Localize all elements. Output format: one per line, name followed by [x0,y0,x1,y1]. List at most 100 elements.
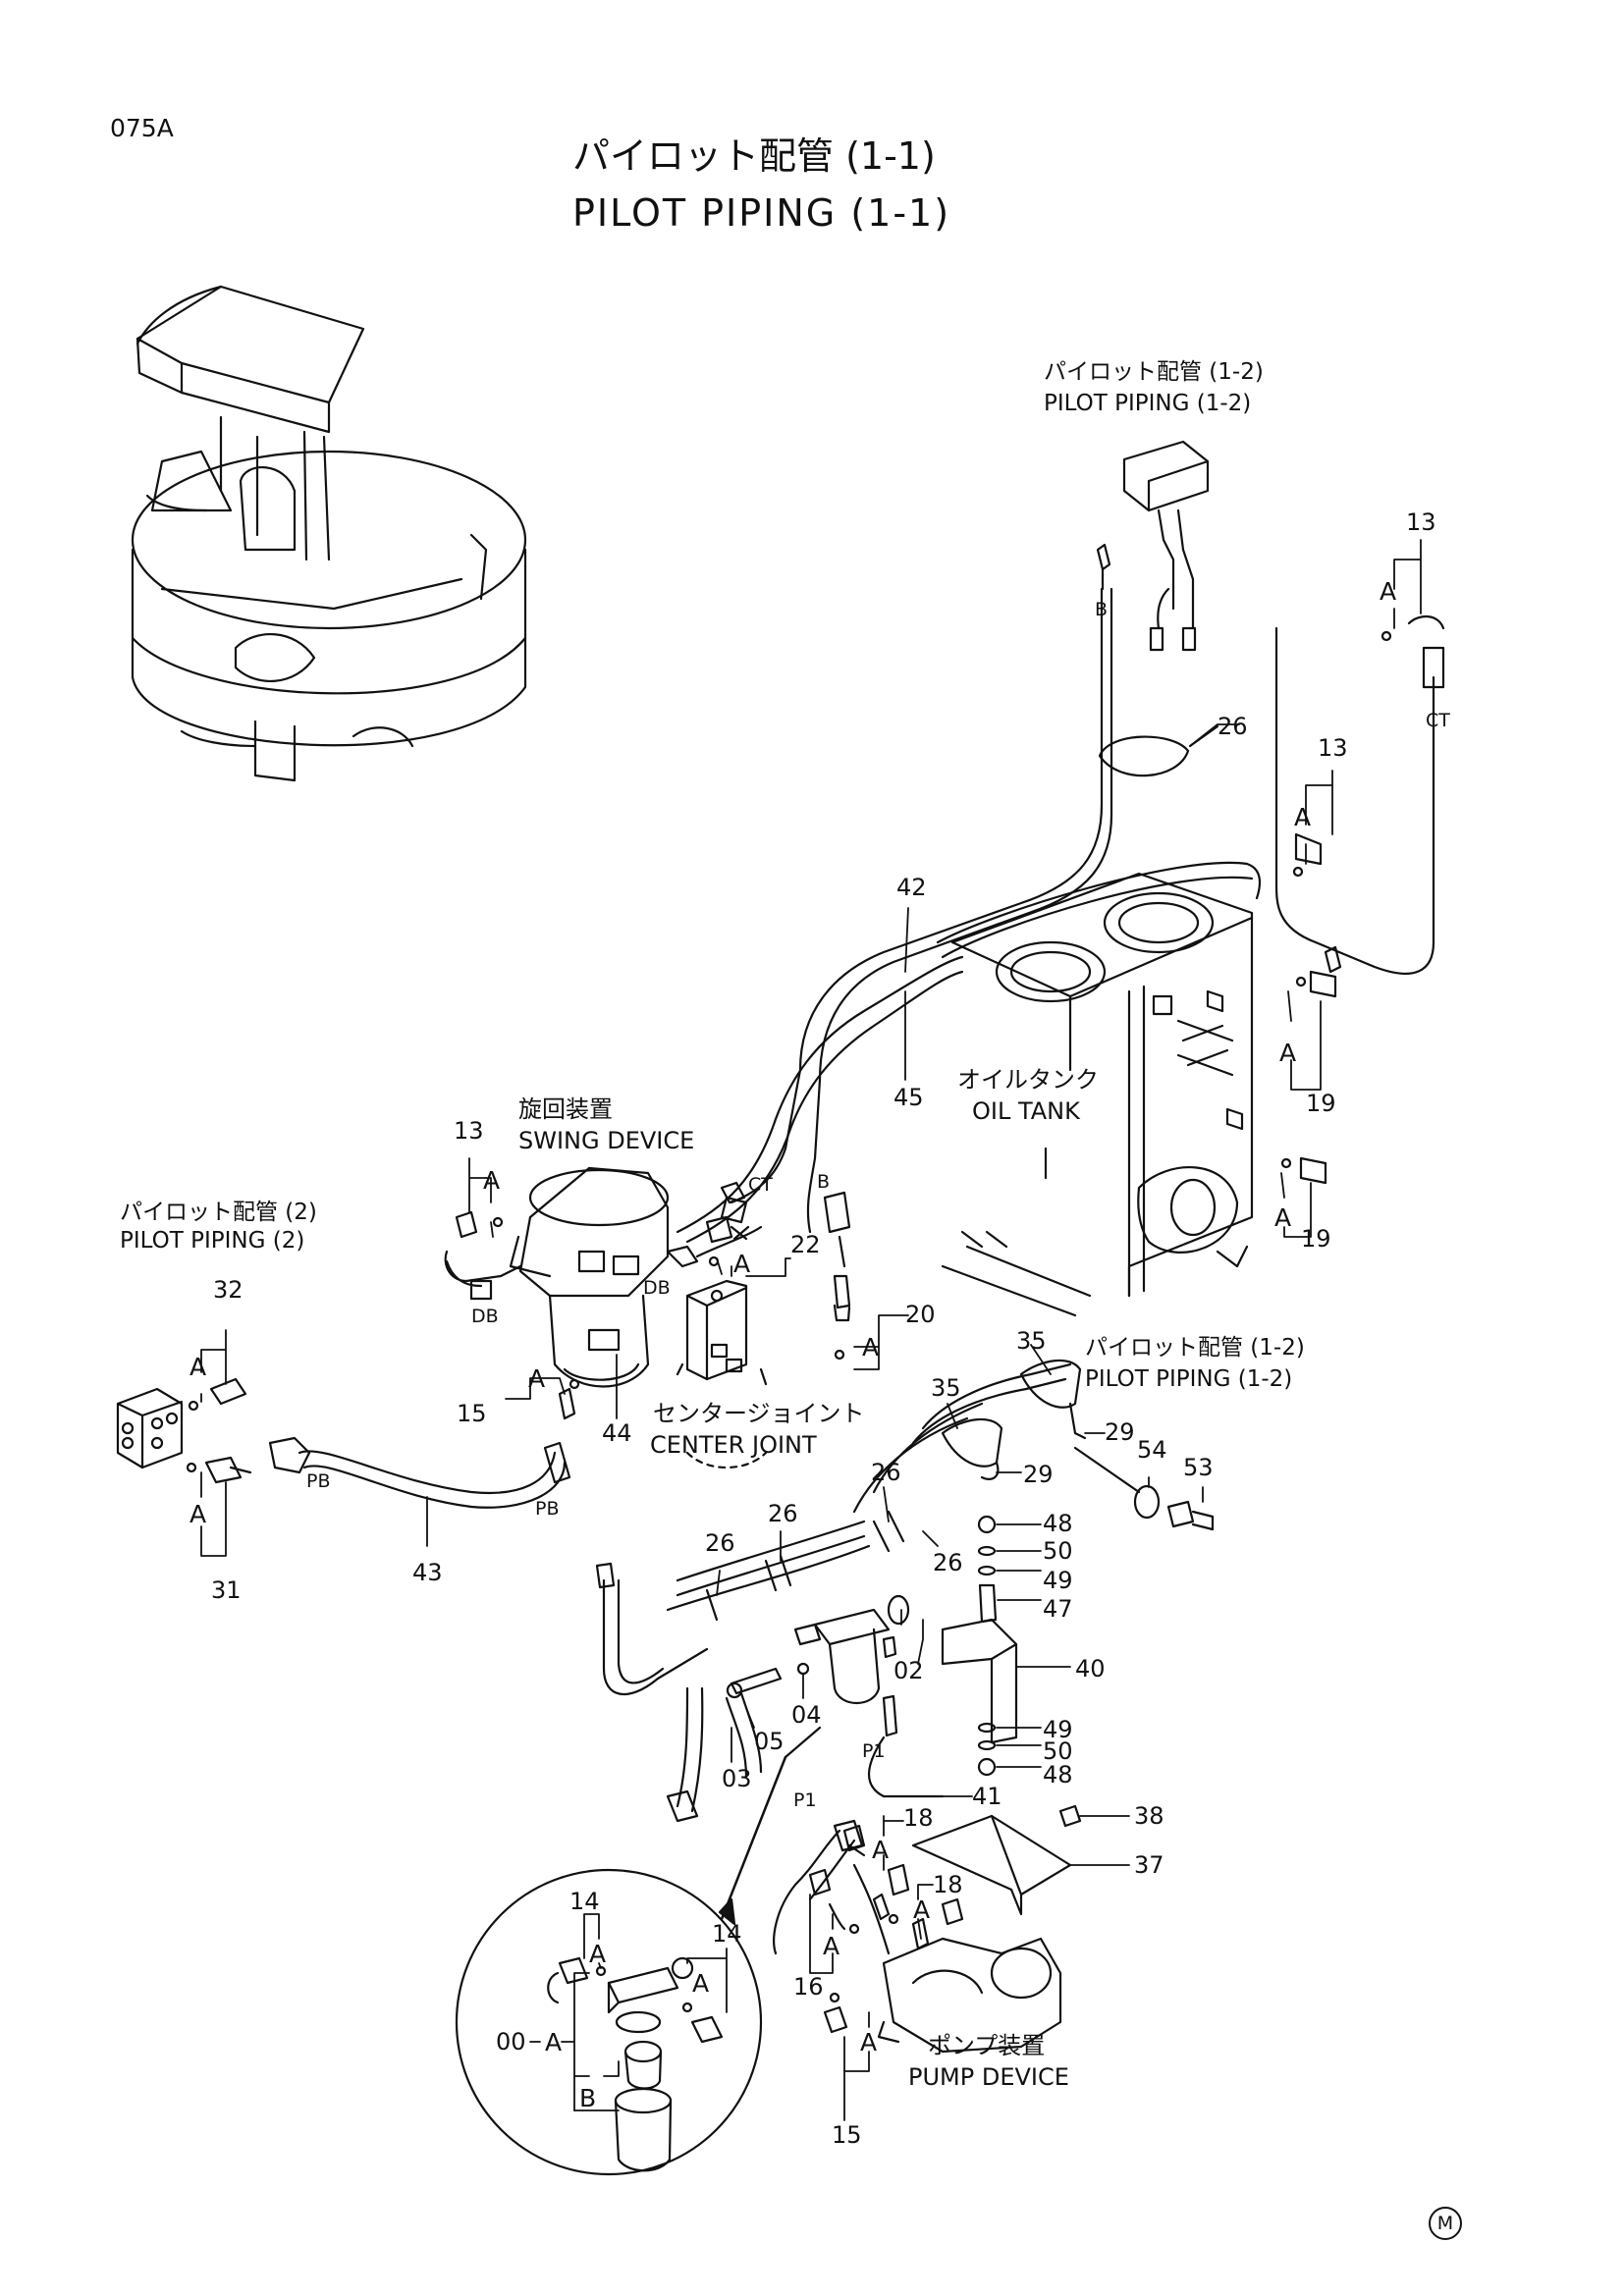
swing-device-label-jp: 旋回装置 [518,1095,613,1123]
part-31: 31 [211,1576,242,1604]
xref-pilot-2-jp: パイロット配管 (2) [120,1200,317,1225]
part-43: 43 [412,1559,443,1586]
page-title-jp: パイロット配管 (1-1) [572,134,936,178]
part-49-upper: 49 [1043,1567,1073,1594]
hose-ct-right [1274,626,1435,975]
part-26-c: 26 [705,1529,735,1557]
part-13-swing: 13 [454,1117,484,1145]
part-50-upper: 50 [1043,1537,1073,1565]
detail-circle [455,1868,763,2176]
marker-a-14: A [860,2028,878,2056]
oil-tank-label-jp: オイルタンク [957,1066,1099,1094]
pump-device-label-jp: ポンプ装置 [928,2032,1046,2059]
part-44: 44 [602,1419,632,1447]
marker-a-12: A [913,1896,931,1924]
marker-a-6: A [733,1250,751,1278]
marker-a-10: A [189,1500,207,1528]
washer-54 [1133,1484,1161,1520]
marker-a-2: A [1294,803,1312,831]
part-04: 04 [791,1701,822,1729]
center-joint [676,1279,768,1469]
part-05: 05 [754,1728,785,1755]
part-19-upper: 19 [1306,1090,1336,1117]
pilot-piping-2-block [116,1377,252,1484]
pump-device [852,1863,1062,2054]
leader-lines [200,539,1422,2121]
port-b-swing: B [817,1171,831,1193]
page-title-en: PILOT PIPING (1-1) [572,191,951,235]
bolt-53 [1166,1500,1215,1531]
xref-pilot-1-2-top-jp: パイロット配管 (1-2) [1044,359,1264,385]
port-p1-lower: P1 [793,1789,817,1811]
oil-tank [950,872,1254,1298]
part-14-right: 14 [712,1920,742,1948]
marker-a-9: A [189,1353,207,1381]
part-48-lower: 48 [1043,1761,1073,1789]
part-13-mid: 13 [1318,734,1348,762]
port-pb-right: PB [535,1498,560,1520]
swing-device [444,1166,763,1388]
port-ct-swing: CT [748,1174,773,1196]
part-22: 22 [790,1231,821,1258]
part-29-right: 29 [1105,1418,1135,1446]
hose-43 [298,1450,557,1494]
part-15-swing: 15 [457,1400,487,1427]
part-48-upper: 48 [1043,1510,1073,1537]
nut-48-upper [977,1515,997,1534]
port-db-left: DB [471,1306,499,1327]
port-b-top: B [1095,599,1109,620]
xref-pilot-1-2-mid-jp: パイロット配管 (1-2) [1085,1335,1305,1361]
part-53: 53 [1183,1454,1214,1481]
pilot-valve-assembly [1096,440,1210,652]
marker-a-13: A [823,1932,840,1960]
band-26-upper [1098,735,1190,777]
center-joint-label-en: CENTER JOINT [650,1431,817,1459]
port-ct-right: CT [1426,710,1450,731]
part-26-top: 26 [1218,713,1248,740]
marker-a-5: A [483,1166,501,1195]
part-00: 00 [496,2028,526,2056]
part-13-top: 13 [1406,508,1436,536]
hose-45-inner [806,587,1113,1234]
machine-overview-illustration [131,285,527,782]
part-35-left: 35 [931,1374,961,1402]
part-26-b: 26 [768,1500,798,1527]
part-37: 37 [1134,1851,1164,1879]
part-54: 54 [1137,1436,1167,1464]
part-14-left: 14 [569,1888,600,1915]
port-p1-upper: P1 [862,1740,886,1762]
port-db-right: DB [643,1277,671,1299]
marker-a-8: A [528,1364,546,1393]
part-15-pump: 15 [832,2121,862,2149]
hose-42-outer [730,587,1104,1204]
plate-37 [911,1814,1072,1916]
part-29-left: 29 [1023,1461,1054,1488]
part-40: 40 [1075,1655,1106,1682]
pump-device-label-en: PUMP DEVICE [908,2063,1069,2091]
xref-pilot-2-en: PILOT PIPING (2) [120,1228,305,1254]
part-38: 38 [1134,1802,1164,1830]
part-18-upper: 18 [903,1804,934,1832]
marker-a-1: A [1380,577,1397,606]
corner-mark: M [1429,2207,1462,2240]
port-pb-left: PB [306,1470,331,1492]
part-35-right: 35 [1016,1327,1047,1355]
page-code: 075A [110,114,174,142]
marker-a-4: A [1274,1203,1292,1232]
filter-assembly [726,1594,910,1737]
part-26-d: 26 [933,1549,963,1576]
oil-tank-label-en: OIL TANK [972,1097,1080,1125]
marker-a-17: A [545,2028,563,2056]
bracket-40 [941,1618,1018,1744]
part-47: 47 [1043,1595,1073,1623]
swing-device-label-en: SWING DEVICE [518,1127,695,1154]
part-16: 16 [793,1973,824,2001]
part-20: 20 [905,1301,936,1328]
part-49-lower: 49 [1043,1716,1073,1743]
marker-a-7: A [862,1333,880,1362]
detail-parts [547,1956,724,2172]
part-32: 32 [213,1276,244,1304]
part-26-a: 26 [871,1459,901,1486]
part-02: 02 [893,1657,924,1684]
